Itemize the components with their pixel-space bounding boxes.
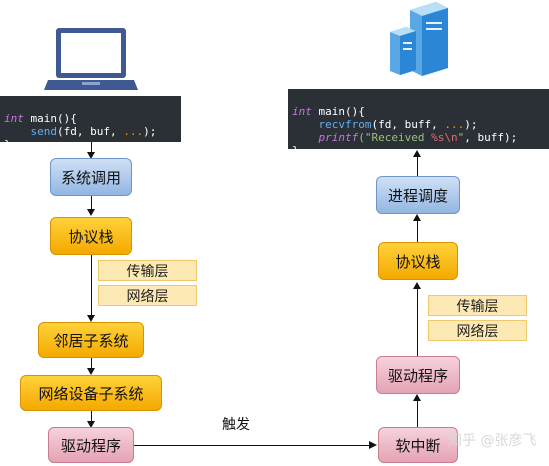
receiver-code-line-2: recvfrom(fd, buff, ...); <box>292 118 545 131</box>
sender-node-protocol-stack: 协议栈 <box>50 217 132 255</box>
code-ellipsis: ... <box>444 118 465 131</box>
trigger-edge-label: 触发 <box>222 417 250 433</box>
code-text: main(){ <box>23 112 77 125</box>
sender-node-syscall: 系统调用 <box>50 158 132 196</box>
sender-node-driver: 驱动程序 <box>48 427 134 463</box>
node-label: 邻居子系统 <box>53 331 129 350</box>
arrowhead <box>87 315 95 322</box>
arrowhead <box>87 152 95 159</box>
receiver-node-protocol-stack: 协议栈 <box>378 242 458 280</box>
sender-node-neighbor-subsystem: 邻居子系统 <box>38 322 144 358</box>
code-format: %s\n <box>431 131 458 144</box>
arrowhead <box>369 441 377 449</box>
sender-edge-syscall-stack <box>91 196 92 210</box>
code-function: printf <box>318 131 359 144</box>
code-text: ); <box>143 125 157 138</box>
code-text: } <box>292 144 299 157</box>
node-label: 协议栈 <box>68 227 114 246</box>
code-keyword: int <box>292 105 312 118</box>
arrowhead <box>413 214 421 221</box>
sublayer-label: 网络层 <box>456 323 499 340</box>
code-text: ); <box>464 118 478 131</box>
node-label: 系统调用 <box>60 168 121 187</box>
sender-code-block: int main(){ send(fd, buf, ...);} <box>0 96 181 151</box>
code-string: " <box>457 131 465 144</box>
watermark: 知乎 @张彦飞 <box>448 433 537 449</box>
receiver-code-line-1: int main(){ <box>292 105 545 118</box>
sender-node-netdevice-subsystem: 网络设备子系统 <box>20 375 162 411</box>
receiver-node-process-scheduling: 进程调度 <box>376 176 460 214</box>
receiver-sublayer-network: 网络层 <box>428 320 527 341</box>
arrowhead <box>413 394 421 401</box>
receiver-edge-softirq-driver <box>417 400 418 427</box>
sender-edge-neighbor-netdevice <box>91 358 92 370</box>
sender-sublayer-transport: 传输层 <box>98 260 197 281</box>
sublayer-label: 传输层 <box>456 298 499 315</box>
receiver-node-driver: 驱动程序 <box>376 356 460 394</box>
arrowhead <box>413 282 421 289</box>
sender-sublayer-network: 网络层 <box>98 285 197 306</box>
arrowhead <box>413 150 421 157</box>
arrowhead <box>87 368 95 375</box>
node-label: 进程调度 <box>387 186 448 205</box>
sender-code-line-3: } <box>4 138 177 151</box>
receiver-node-softirq: 软中断 <box>378 427 458 463</box>
code-function: send <box>30 125 58 138</box>
receiver-code-block: int main(){ recvfrom(fd, buff, ...); pri… <box>288 89 549 157</box>
sender-edge-code-syscall <box>91 142 92 154</box>
receiver-edge-scheduling-code <box>417 156 418 176</box>
laptop-icon <box>44 28 138 90</box>
receiver-edge-driver-stack <box>417 288 418 356</box>
code-function: recvfrom <box>318 118 372 131</box>
sublayer-label: 网络层 <box>126 288 169 305</box>
sublayer-label: 传输层 <box>126 263 169 280</box>
sender-edge-netdevice-driver <box>91 411 92 423</box>
sender-edge-stack-neighbor <box>91 255 92 317</box>
sender-code-line-2: send(fd, buf, ...); <box>4 125 177 138</box>
receiver-edge-stack-scheduling <box>417 220 418 242</box>
code-text: main(){ <box>311 105 365 118</box>
code-text: (fd, buff, <box>371 118 445 131</box>
code-string: ("Received <box>358 131 432 144</box>
code-ellipsis: ... <box>123 125 144 138</box>
trigger-edge <box>134 445 370 446</box>
code-text: } <box>4 138 11 151</box>
receiver-code-line-3: printf("Received %s\n", buff); <box>292 131 545 144</box>
node-label: 软中断 <box>395 436 441 455</box>
node-label: 驱动程序 <box>387 366 448 385</box>
receiver-code-line-4: } <box>292 144 545 157</box>
node-label: 协议栈 <box>395 252 441 271</box>
node-label: 驱动程序 <box>60 436 121 455</box>
code-text: (fd, buf, <box>57 125 124 138</box>
arrowhead <box>87 421 95 428</box>
node-label: 网络设备子系统 <box>38 384 144 403</box>
sender-code-line-1: int main(){ <box>4 112 177 125</box>
code-text: , buff); <box>464 131 518 144</box>
server-icon <box>390 2 448 76</box>
receiver-sublayer-transport: 传输层 <box>428 295 527 316</box>
arrowhead <box>87 209 95 216</box>
code-keyword: int <box>4 112 24 125</box>
